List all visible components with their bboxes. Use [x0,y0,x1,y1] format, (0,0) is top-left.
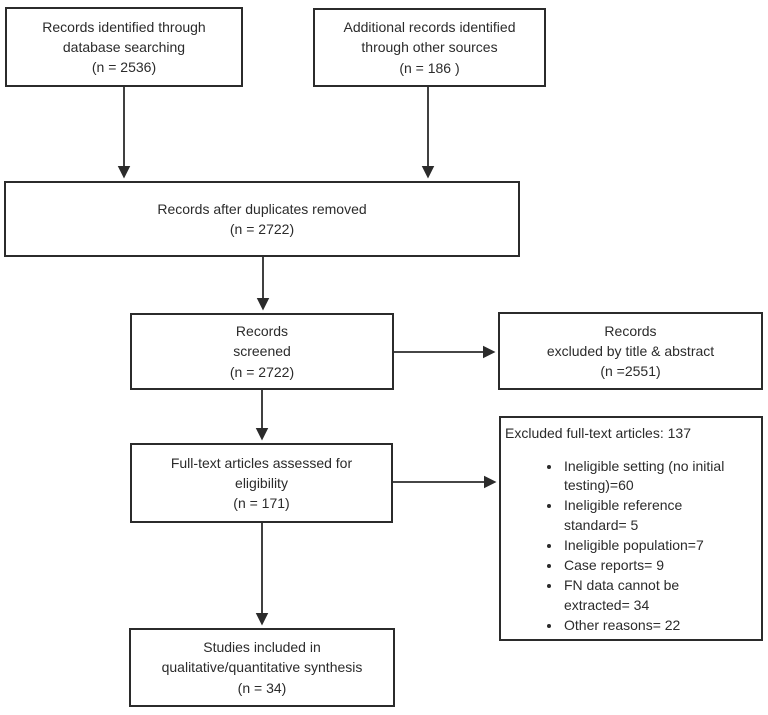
records-after-duplicates-removed-text: Records after duplicates removed (n = 27… [157,200,367,237]
box-studies-included-synthesis: Studies included in qualitative/quantita… [129,628,395,707]
excluded-reason-item: Ineligible setting (no initial testing)=… [562,457,745,497]
box-records-identified-database: Records identified through database sear… [5,7,243,87]
excluded-reason-item: Case reports= 9 [562,556,745,576]
excluded-reasons-list: Ineligible setting (no initial testing)=… [505,457,755,636]
box-excluded-fulltext-articles: Excluded full-text articles: 137 Ineligi… [499,416,763,641]
fulltext-articles-assessed-text: Full-text articles assessed for eligibil… [170,454,353,512]
records-identified-database-text: Records identified through database sear… [42,18,206,76]
box-fulltext-articles-assessed: Full-text articles assessed for eligibil… [130,443,393,523]
excluded-reason-item: Ineligible reference standard= 5 [562,496,745,536]
box-records-screened: Records screened (n = 2722) [130,313,394,390]
records-screened-text: Records screened (n = 2722) [229,323,295,380]
additional-records-other-sources-text: Additional records identified through ot… [343,19,516,76]
box-records-after-duplicates-removed: Records after duplicates removed (n = 27… [4,181,520,257]
excluded-reason-item: Other reasons= 22 [562,616,745,636]
box-additional-records-other-sources: Additional records identified through ot… [313,8,546,87]
records-excluded-title-abstract-text: Records excluded by title & abstract (n … [546,322,715,380]
studies-included-synthesis-text: Studies included in qualitative/quantita… [161,639,363,696]
excluded-reason-item: FN data cannot be extracted= 34 [562,576,745,616]
box-records-excluded-title-abstract: Records excluded by title & abstract (n … [498,312,763,390]
excluded-fulltext-heading: Excluded full-text articles: 137 [505,425,691,441]
excluded-reason-item: Ineligible population=7 [562,536,745,556]
